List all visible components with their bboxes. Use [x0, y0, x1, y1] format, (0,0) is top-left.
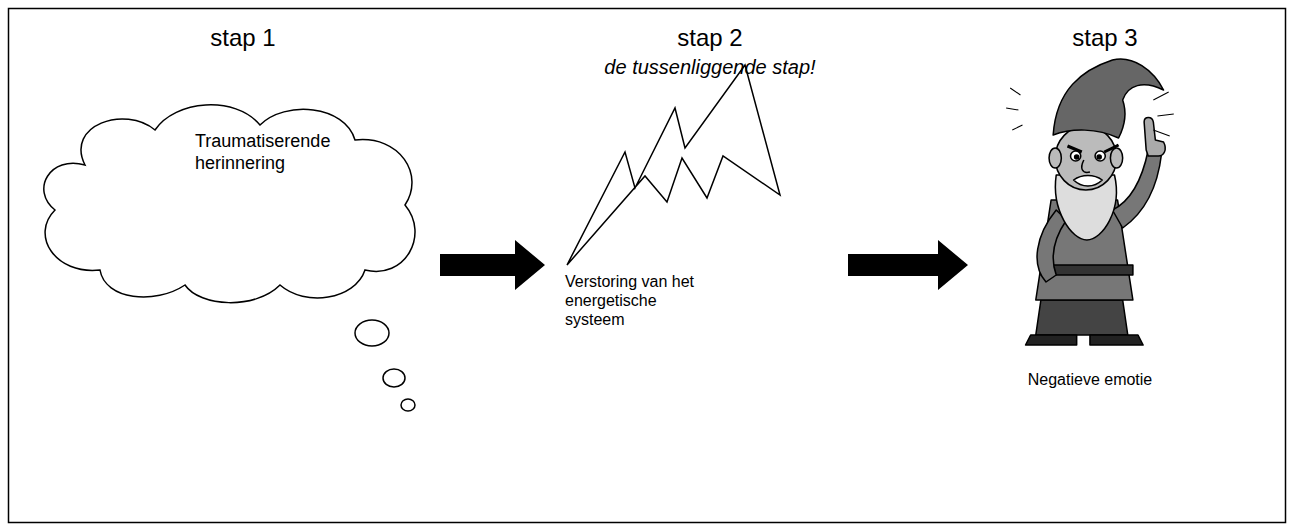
- step-subtitle: de tussenliggende stap!: [604, 56, 815, 79]
- node-text: Verstoring van het energetische systeem: [565, 272, 715, 330]
- thought-bubble: [355, 320, 389, 346]
- cloud-shape: [25, 95, 430, 310]
- node-text: Negatieve emotie: [1000, 370, 1180, 389]
- thought-bubble: [401, 399, 415, 411]
- thought-bubble: [383, 369, 405, 387]
- angry-gnome: [1000, 50, 1184, 350]
- block-arrow: [440, 240, 545, 290]
- emotion-figure: Negatieve emotie: [1000, 50, 1184, 395]
- step-label: stap 1: [210, 24, 275, 52]
- thought-cloud: Traumatiserende herinnering: [25, 95, 430, 310]
- step-label: stap 3: [1072, 24, 1137, 52]
- step-label: stap 2: [677, 24, 742, 52]
- lightning-node: Verstoring van het energetische systeem: [555, 60, 790, 340]
- node-text: Traumatiserende herinnering: [195, 131, 385, 174]
- block-arrow: [848, 240, 968, 290]
- outer-frame: [9, 9, 1286, 523]
